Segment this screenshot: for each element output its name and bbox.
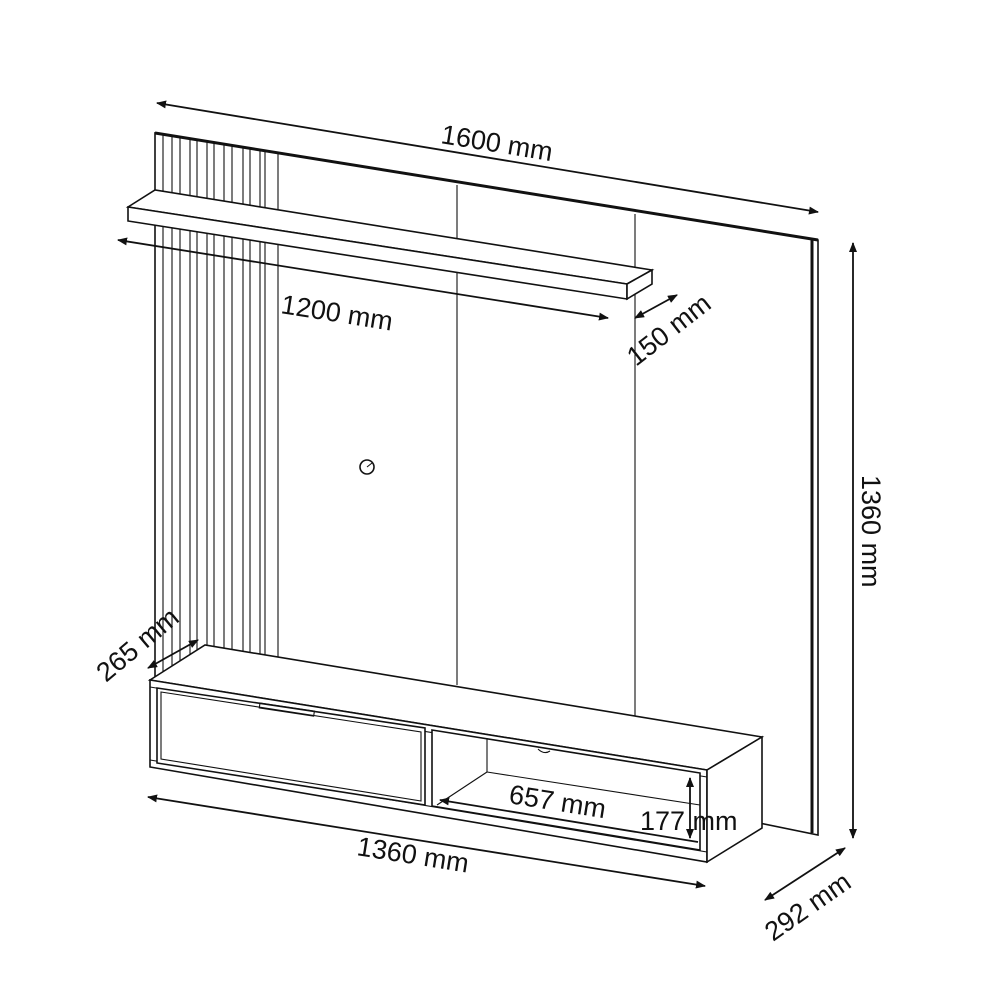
cable-hole-icon xyxy=(359,459,375,475)
drawer-handle[interactable] xyxy=(258,702,316,717)
dimension-lines xyxy=(117,100,857,901)
panel-height-label: 1360 mm xyxy=(856,475,886,588)
cabinet-width-label: 1360 mm xyxy=(355,831,471,878)
panel-depth-label: 292 mm xyxy=(759,866,856,947)
niche-height-label: 177 mm xyxy=(640,806,738,836)
